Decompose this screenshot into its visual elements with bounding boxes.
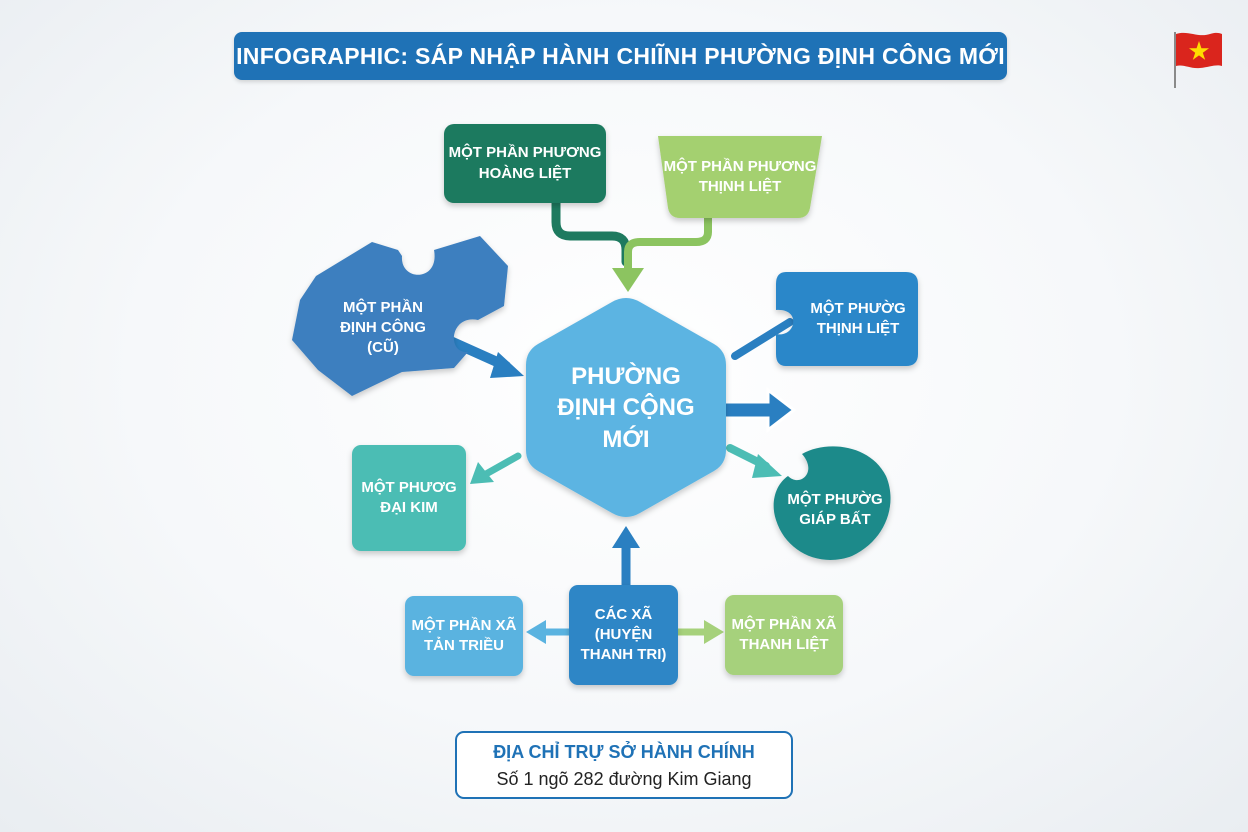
vietnam-flag-icon [1172,30,1224,90]
arrow-head-top-incoming [612,268,644,292]
title-banner: INFOGRAPHIC: SÁP NHẬP HÀNH CHIĨNH PHƯỜNG… [234,32,1007,80]
node-dinh-cong-cu [292,236,508,396]
arrow-head-dinh-cong-cu [490,352,524,378]
address-title: ĐỊA CHỈ TRỰ SỞ HÀNH CHÍNH [493,742,755,762]
node-tan-trieu [405,596,523,676]
arrow-head-thanh-liet [704,620,724,644]
node-hoang-liet [444,124,606,203]
node-cac-xa [569,585,678,685]
arrow-head-cac-xa-up [612,526,640,548]
node-thinh-liet-top [658,136,822,218]
hub-phuong-dinh-cong-moi [526,298,726,517]
arrow-head-dai-kim [470,462,494,484]
address-line: Số 1 ngõ 282 đường Kim Giang [496,769,752,789]
connector-thinh-liet-right [731,318,794,360]
connector-hoang-liet [551,195,631,267]
arrow-head-giap-bat [752,454,782,478]
connector-thinh-liet-top [624,211,712,274]
node-dai-kim [352,445,466,551]
arrow-head-tan-trieu [526,620,546,644]
arrow-dai-kim [482,452,522,478]
node-thinh-liet-right [776,272,918,366]
node-thanh-liet [725,595,843,675]
node-giap-bat [773,446,891,560]
address-box: ĐỊA CHỈ TRỰ SỞ HÀNH CHÍNH Số 1 ngõ 282 đ… [455,731,793,799]
page-title: INFOGRAPHIC: SÁP NHẬP HÀNH CHIĨNH PHƯỜNG… [236,42,1005,69]
